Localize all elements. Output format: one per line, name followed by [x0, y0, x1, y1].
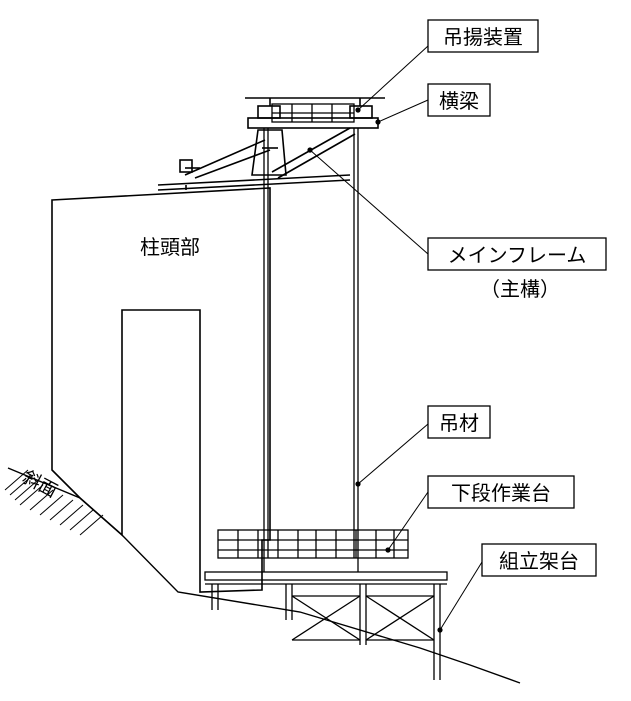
- lower-platform: [217, 529, 409, 572]
- cross-beam: [271, 103, 355, 123]
- label-main-frame-sub: （主構）: [480, 277, 560, 301]
- leader-lines: [309, 45, 483, 631]
- label-pier-head: 柱頭部: [140, 235, 200, 259]
- main-frame: [157, 97, 385, 191]
- leader-dots: [307, 107, 443, 633]
- label-hanger: 吊材: [439, 411, 479, 435]
- assembly-stand: [204, 571, 448, 680]
- hangers: [263, 128, 359, 558]
- label-lower-platform: 下段作業台: [451, 481, 551, 505]
- label-lifting-device: 吊揚装置: [443, 25, 523, 49]
- pier-head: [51, 187, 271, 593]
- label-main-frame: メインフレーム: [448, 243, 587, 267]
- label-cross-beam: 横梁: [439, 89, 479, 113]
- slope-hatching: [4, 469, 104, 536]
- label-boxes: [427, 19, 607, 577]
- label-assembly-stand: 組立架台: [499, 549, 579, 573]
